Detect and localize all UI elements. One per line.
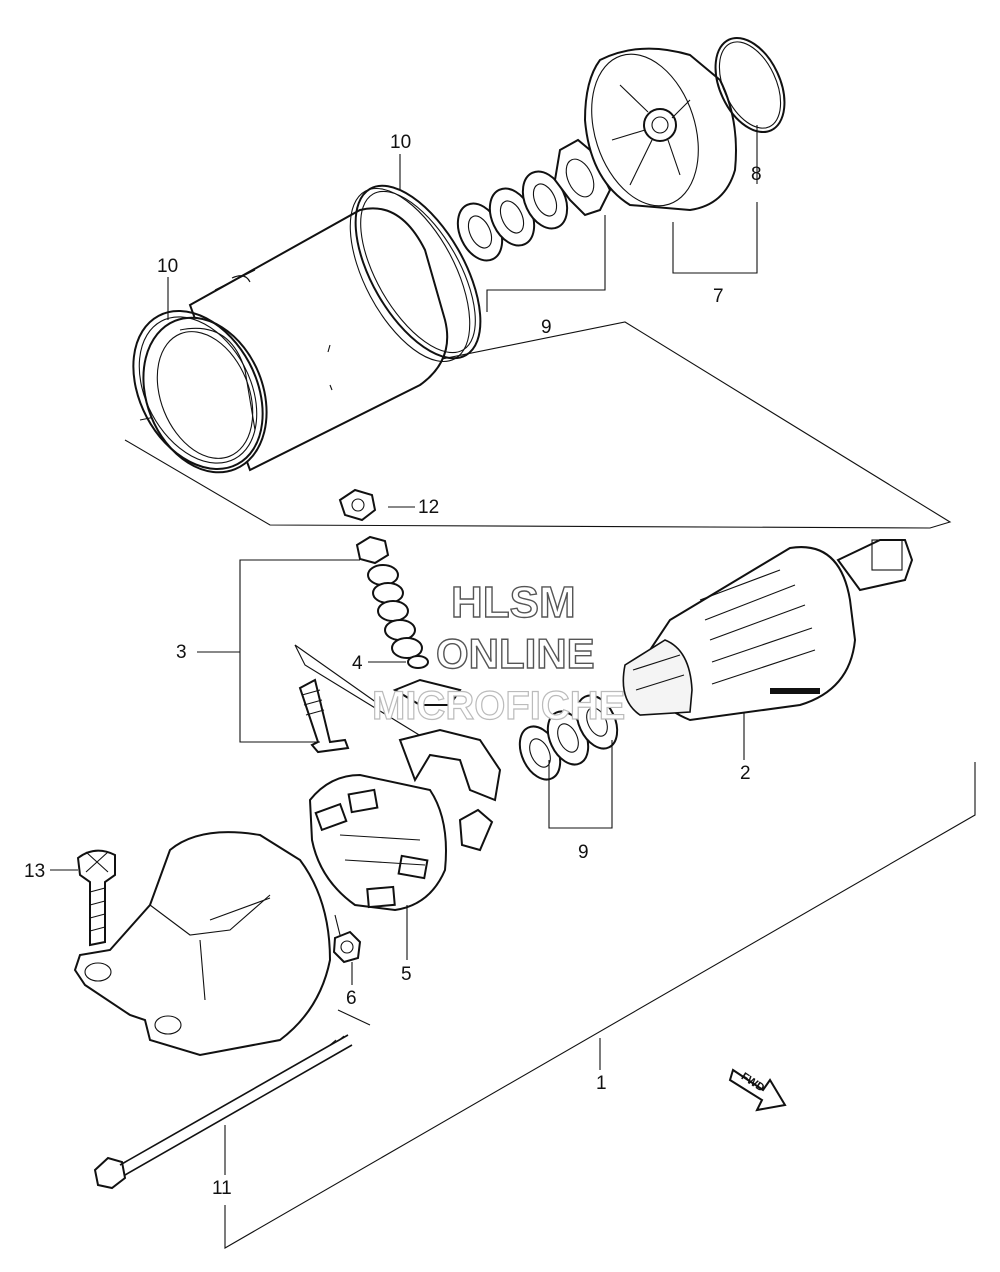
end-cover-rear (583, 47, 737, 212)
watermark-line-2: ONLINE (436, 630, 595, 677)
washer-set-lower (518, 694, 619, 781)
washer-set-upper (456, 138, 612, 262)
leader-lines (50, 125, 758, 1175)
o-ring-front (132, 309, 264, 471)
watermark-line-3: MICROFICHE (372, 684, 625, 728)
callout-12: 12 (418, 497, 439, 518)
brush-holder (308, 728, 502, 912)
lower-group-bracket (224, 762, 976, 1249)
bolt-13 (76, 849, 116, 947)
fwd-direction-arrow: FWD (728, 1068, 787, 1112)
terminal-guide-line (294, 644, 461, 761)
upper-group-bracket (124, 321, 952, 529)
callout-5: 5 (401, 964, 412, 985)
callout-7: 7 (713, 286, 724, 307)
terminal-guide-line-2 (294, 644, 381, 706)
callout-2: 2 (740, 763, 751, 784)
callout-9-lower: 9 (578, 842, 589, 863)
terminal-nut-12 (338, 488, 377, 522)
callout-11: 11 (212, 1178, 232, 1199)
front-housing (73, 831, 332, 1057)
o-ring-rear (354, 184, 482, 360)
terminal-washer-stack (355, 535, 429, 669)
callout-10-lower: 10 (157, 256, 178, 277)
callout-3: 3 (176, 642, 187, 663)
armature (622, 539, 914, 722)
through-bolt-11 (93, 1034, 353, 1190)
callout-6: 6 (346, 988, 357, 1009)
callout-10-upper: 10 (390, 132, 411, 153)
callout-9-upper: 9 (541, 317, 552, 338)
o-ring-end-cover (714, 36, 786, 134)
yoke-housing (142, 187, 471, 474)
callout-1: 1 (596, 1073, 607, 1094)
callout-8: 8 (751, 164, 762, 185)
nut-6 (332, 914, 362, 964)
terminal-bolt (298, 678, 350, 754)
callout-13: 13 (24, 861, 45, 882)
callout-4: 4 (352, 653, 363, 674)
watermark-line-1: HLSM (451, 578, 576, 627)
brush-plate-lead (392, 678, 462, 706)
